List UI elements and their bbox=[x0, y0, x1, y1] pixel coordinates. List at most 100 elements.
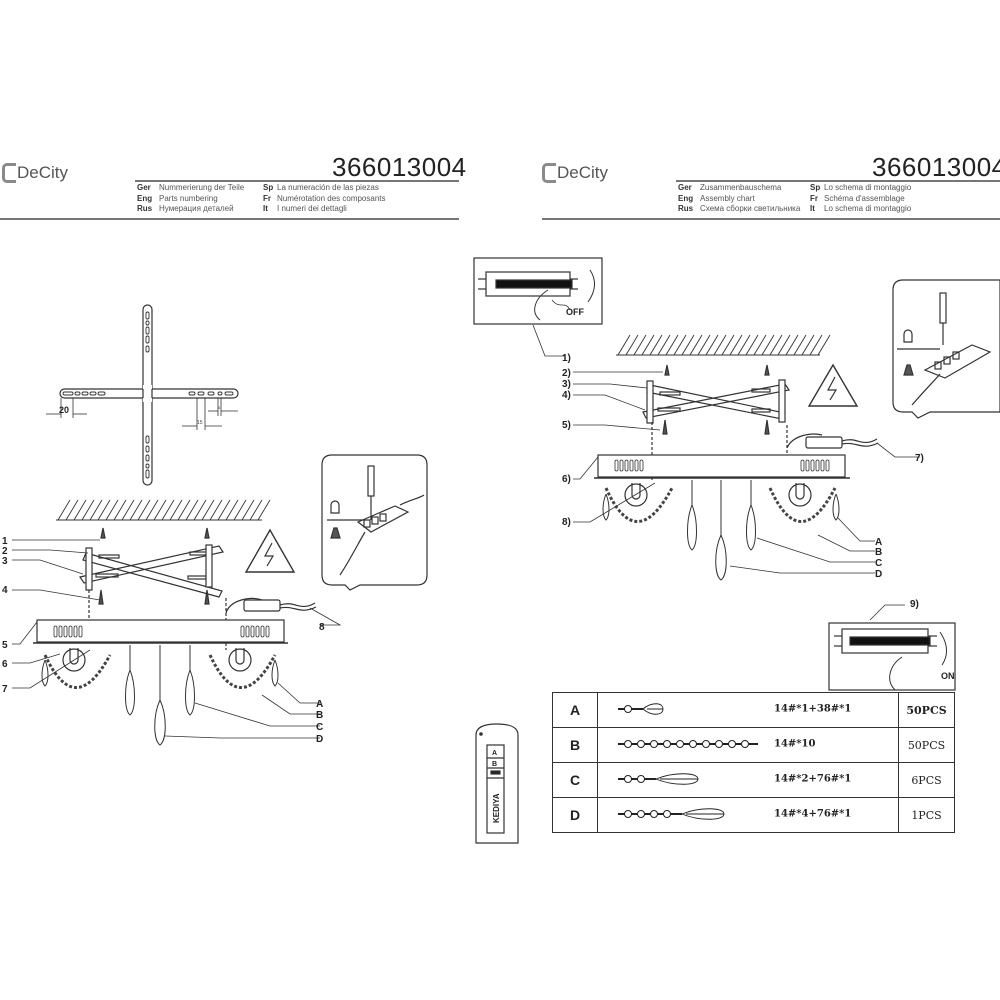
crystal-strand-icon bbox=[618, 703, 664, 715]
switch-on-label: ON bbox=[941, 671, 955, 681]
part-illustration-cell: 14#*4+76#*1 bbox=[597, 797, 899, 833]
lang-text: La numeración de las piezas bbox=[277, 183, 379, 192]
step-label: 1) bbox=[562, 353, 571, 364]
electrical-warning-icon bbox=[244, 528, 296, 573]
lang-text: I numeri dei dettagli bbox=[277, 204, 347, 213]
step-label: 7) bbox=[915, 453, 924, 464]
lang-text: Zusammenbauschema bbox=[700, 183, 782, 192]
cross-bracket bbox=[46, 304, 239, 486]
bead bbox=[663, 810, 671, 818]
header-rule-bottom bbox=[0, 218, 459, 220]
canopy-base bbox=[594, 433, 879, 507]
document-number: 366013004 bbox=[872, 152, 1000, 182]
part-label: 7 bbox=[2, 684, 8, 695]
part-spec: 14#*1+38#*1 bbox=[774, 703, 852, 715]
remote-control bbox=[475, 723, 519, 844]
lang-text: Assembly chart bbox=[700, 193, 755, 203]
part-spec: 14#*2+76#*1 bbox=[774, 773, 852, 785]
lang-text: Numérotation des composants bbox=[277, 193, 386, 203]
part-quantity: 50PCS bbox=[898, 727, 955, 763]
bead bbox=[624, 810, 632, 818]
lang-text: Lo schema di montaggio bbox=[824, 183, 912, 192]
part-label: 1 bbox=[2, 536, 8, 547]
remote-button-b: B bbox=[492, 761, 497, 768]
crystal-strand-icon bbox=[618, 773, 699, 785]
electrical-warning-icon bbox=[807, 363, 859, 407]
leader-lines bbox=[573, 371, 920, 574]
ceiling-hatch bbox=[616, 334, 831, 356]
bead bbox=[637, 775, 645, 783]
brand-logo: DeCity bbox=[2, 163, 68, 183]
part-quantity: 1PCS bbox=[898, 797, 955, 833]
bead bbox=[715, 740, 723, 748]
step-label: 5) bbox=[562, 420, 571, 431]
dimension-label: 20 bbox=[59, 405, 69, 415]
parts-table-row: C 14#*2+76#*1 6PCS bbox=[552, 762, 955, 798]
parts-numbering-diagram: 20 1 5 5 bbox=[2, 304, 428, 746]
crystal-label: B bbox=[316, 710, 323, 721]
part-spec: 14#*10 bbox=[774, 738, 816, 750]
step-label: 4) bbox=[562, 390, 571, 401]
lang-code: Sp bbox=[263, 183, 274, 192]
header-rule-bottom bbox=[542, 218, 1000, 220]
crystal-label: C bbox=[316, 722, 323, 733]
logo-mark-icon bbox=[2, 163, 16, 183]
part-illustration-cell: 14#*10 bbox=[597, 727, 899, 763]
bead bbox=[624, 775, 632, 783]
lang-code: Ger bbox=[137, 183, 151, 192]
crystal-chains bbox=[604, 487, 837, 523]
part-illustration-cell: 14#*2+76#*1 bbox=[597, 762, 899, 798]
lang-code: It bbox=[810, 204, 815, 213]
breaker-on-inset bbox=[828, 604, 956, 691]
bead bbox=[637, 740, 645, 748]
crystal-label: A bbox=[316, 699, 323, 710]
bead bbox=[676, 740, 684, 748]
step-label: 2) bbox=[562, 368, 571, 379]
lang-text: Nummerierung der Teile bbox=[159, 183, 245, 192]
brand-name: DeCity bbox=[17, 163, 69, 182]
bead bbox=[728, 740, 736, 748]
lang-text: Lo schema di montaggio bbox=[824, 204, 912, 213]
leader-lines bbox=[12, 539, 342, 739]
brand-logo: DeCity bbox=[542, 163, 608, 183]
crystal-label: A bbox=[875, 537, 882, 548]
lang-code: Rus bbox=[137, 204, 153, 213]
crystal-drop bbox=[654, 773, 699, 785]
crystal-drop bbox=[680, 808, 725, 820]
lang-code: It bbox=[263, 204, 268, 213]
lang-code: Fr bbox=[810, 193, 818, 203]
header-rule-top bbox=[676, 180, 1000, 182]
crystal-strand-icon bbox=[618, 740, 758, 748]
step-label: 3) bbox=[562, 379, 571, 390]
part-label: 2 bbox=[2, 546, 8, 557]
part-label: 6 bbox=[2, 659, 8, 670]
lang-text: Нумерация деталей bbox=[159, 204, 234, 213]
breaker-off-inset bbox=[473, 257, 603, 357]
screw-icon bbox=[98, 527, 210, 605]
step-label: 8) bbox=[562, 517, 571, 528]
lang-code: Eng bbox=[137, 193, 153, 203]
bead bbox=[663, 740, 671, 748]
bead bbox=[624, 740, 632, 748]
part-quantity: 6PCS bbox=[898, 762, 955, 798]
step-label: 9) bbox=[910, 599, 919, 610]
document-number: 366013004 bbox=[332, 152, 467, 182]
brand-name: DeCity bbox=[557, 163, 609, 182]
crystal-label: D bbox=[875, 569, 882, 580]
screw-icon bbox=[662, 364, 770, 435]
step-label: 6) bbox=[562, 474, 571, 485]
crystal-drop bbox=[642, 703, 664, 715]
bead bbox=[650, 810, 658, 818]
lang-code: Eng bbox=[678, 193, 694, 203]
crystal-strand-icon bbox=[618, 808, 725, 820]
part-illustration-cell: 14#*1+38#*1 bbox=[597, 692, 899, 728]
crystal-chains bbox=[43, 654, 277, 689]
crystal-label: B bbox=[875, 547, 882, 558]
dimension-label: 5 bbox=[218, 405, 221, 410]
part-letter: C bbox=[552, 762, 598, 798]
part-label: 5 bbox=[2, 640, 8, 651]
